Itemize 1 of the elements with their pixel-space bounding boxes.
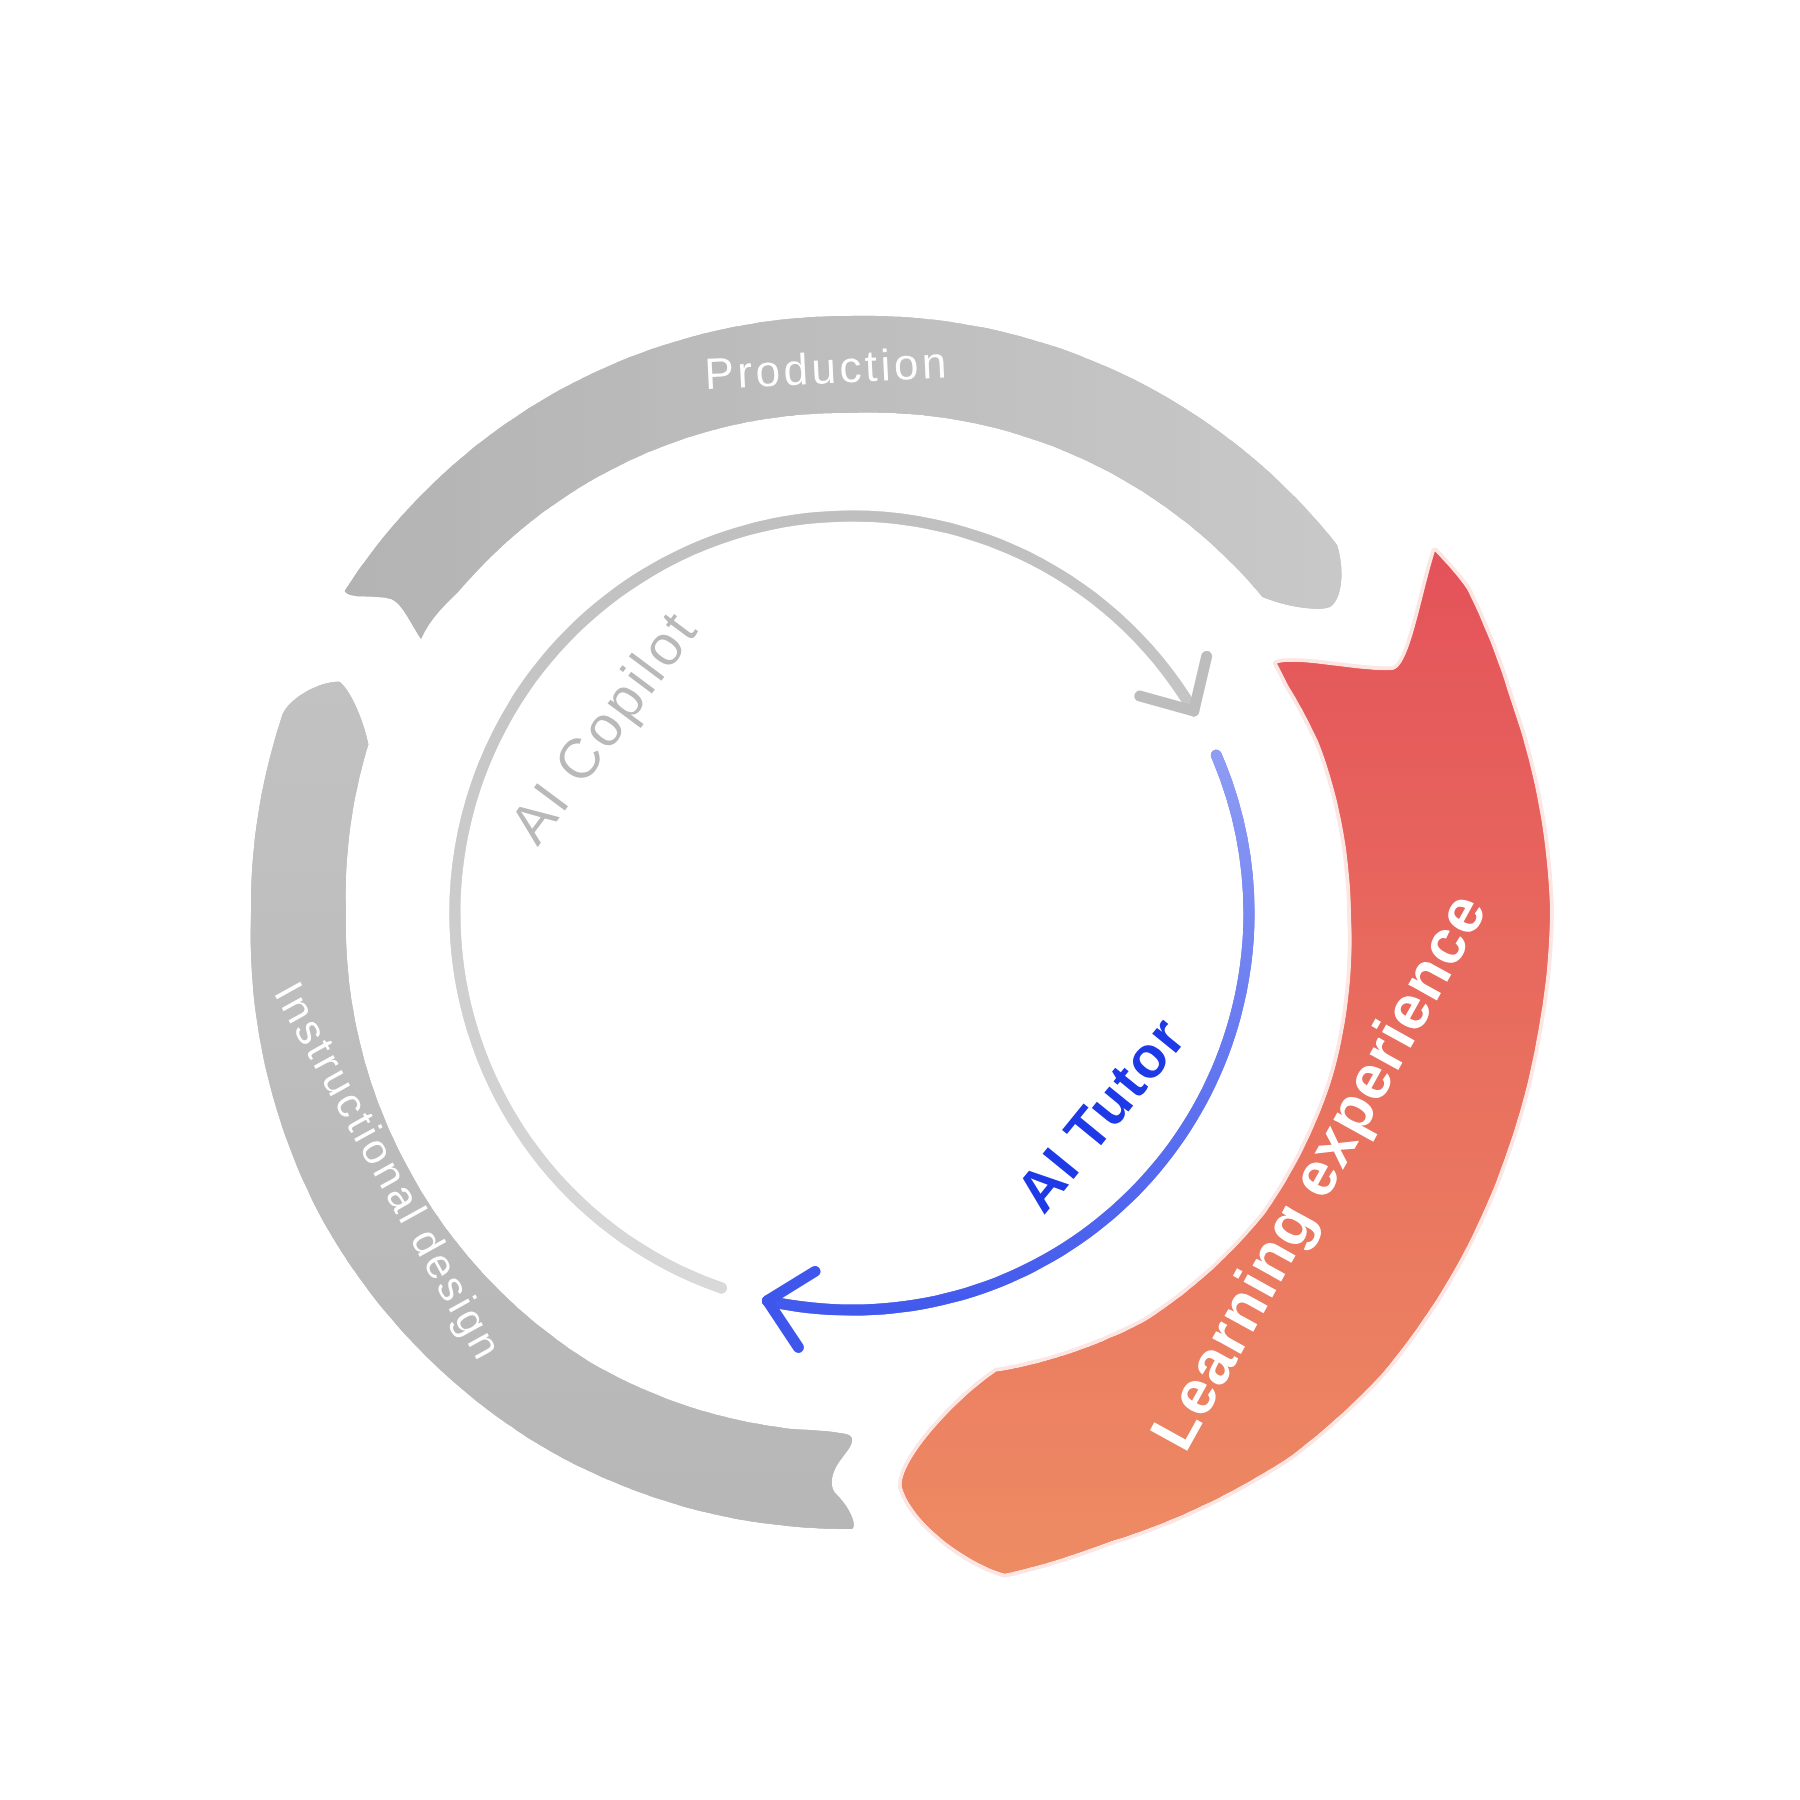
band-label: Production [707, 348, 945, 389]
